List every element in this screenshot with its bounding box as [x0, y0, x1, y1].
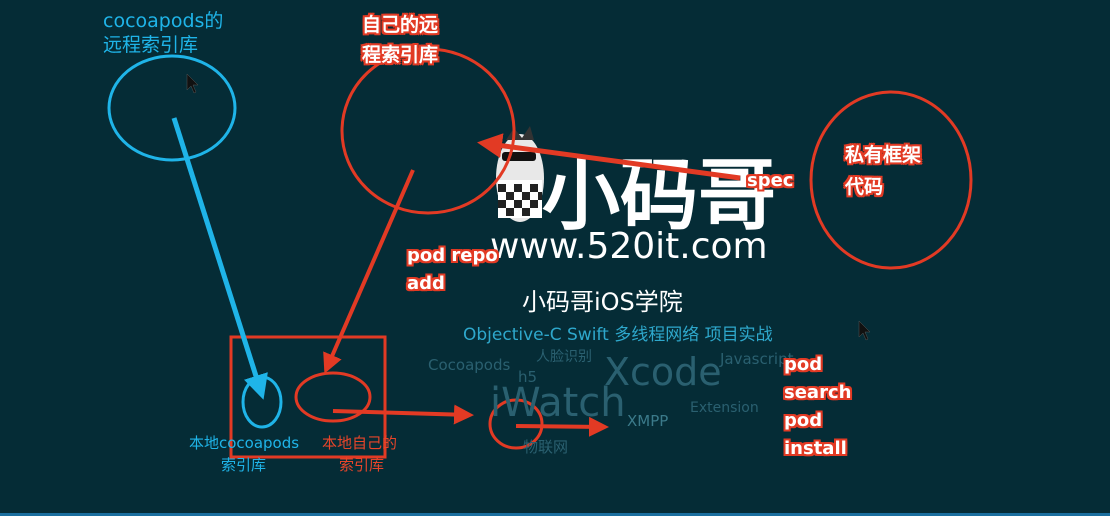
cloud-cocoapods: Cocoapods — [428, 356, 511, 374]
website-url: www.520it.com — [490, 226, 768, 267]
pod-command-line4: install — [784, 438, 847, 459]
local-own-index-circle — [294, 371, 372, 423]
school-name: 小码哥iOS学院 — [522, 288, 683, 316]
cocoapods-remote-label-line2: 远程索引库 — [103, 34, 199, 56]
cloud-javascript: Javascript — [720, 350, 794, 368]
private-framework-label-line1: 私有框架 — [845, 144, 922, 166]
cursor-icon — [858, 320, 871, 341]
local-cocoapods-label-line1: 本地cocoapods — [189, 434, 300, 452]
cloud-xcode: Xcode — [604, 350, 722, 394]
cloud-wulianwang: 物联网 — [523, 438, 569, 456]
cloud-extension: Extension — [690, 400, 759, 416]
cloud-iwatch: iWatch — [490, 380, 626, 426]
own-remote-index-circle — [340, 47, 516, 215]
local-cocoapods-index-circle — [241, 375, 283, 429]
pod-command-line2: search — [784, 382, 852, 403]
cloud-renlian: 人脸识别 — [536, 349, 592, 365]
local-own-label-line2: 索引库 — [339, 456, 385, 474]
pod-repo-add-label-line1: pod repo — [407, 245, 498, 266]
repo-add-arrow — [323, 169, 415, 374]
project-to-install-arrow — [515, 416, 609, 437]
local-repos-box — [229, 335, 387, 459]
mascot-icon — [496, 126, 544, 222]
local-to-project-arrow — [332, 404, 474, 425]
own-remote-label-line2: 程索引库 — [362, 44, 439, 66]
cloud-xmpp: XMPP — [627, 412, 669, 430]
own-remote-label-line1: 自己的远 — [362, 14, 439, 36]
topics-line: Objective-C Swift 多线程网络 项目实战 — [463, 325, 773, 345]
private-framework-label-line2: 代码 — [845, 176, 884, 198]
spec-label: spec — [747, 170, 794, 191]
pod-command-line3: pod — [784, 410, 823, 431]
pod-command-line1: pod — [784, 354, 823, 375]
spec-arrow — [477, 133, 741, 181]
cocoapods-remote-label-line1: cocoapods的 — [103, 10, 224, 32]
project-circle — [488, 398, 544, 450]
cocoapods-remote-index-circle — [107, 54, 237, 162]
bottom-border — [0, 513, 1110, 516]
local-own-label-line1: 本地自己的 — [322, 434, 398, 452]
cursor-icon — [186, 73, 199, 94]
private-framework-circle — [809, 90, 973, 270]
local-cocoapods-label-line2: 索引库 — [221, 456, 267, 474]
cocoapods-sync-arrow — [171, 117, 268, 400]
pod-repo-add-label-line2: add — [407, 273, 445, 294]
cloud-h5: h5 — [518, 368, 538, 386]
